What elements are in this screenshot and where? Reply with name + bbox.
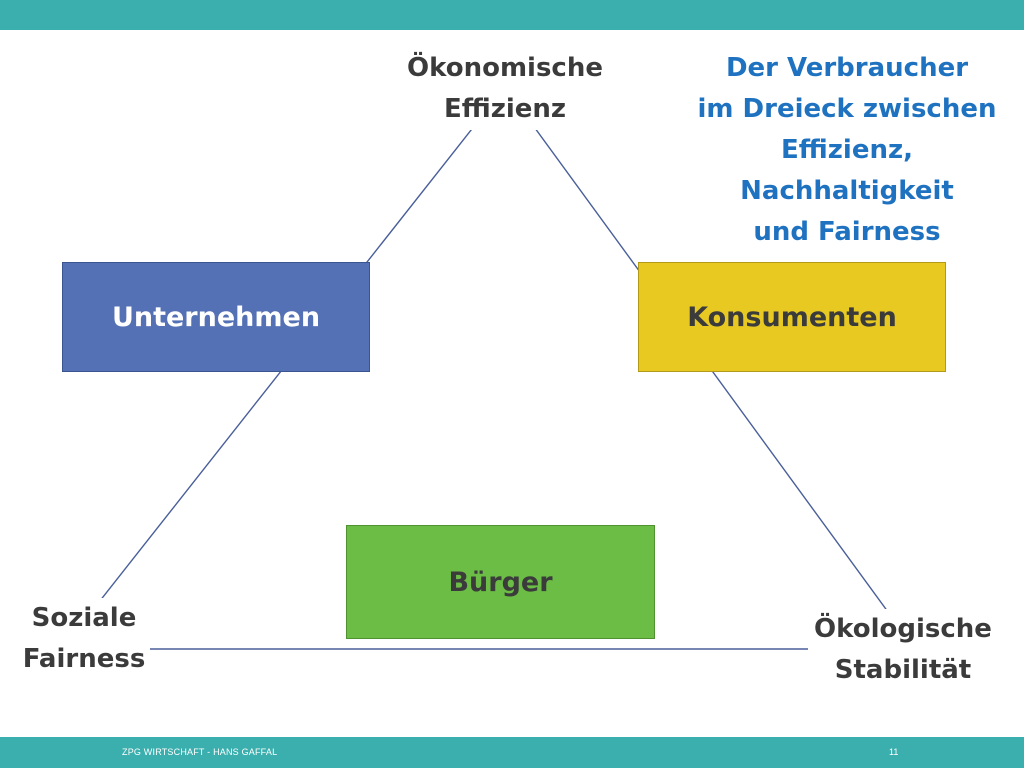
vertex-label-bottom-left: Soziale Fairness	[18, 598, 150, 680]
box-konsumenten-label: Konsumenten	[687, 301, 897, 333]
vertex-bottom-right-line-2: Stabilität	[834, 655, 972, 685]
title-line-3: Effizienz, Nachhaltigkeit	[740, 135, 954, 206]
vertex-bottom-left-line-1: Soziale	[31, 603, 137, 633]
top-accent-bar	[0, 0, 1024, 30]
title-line-1: Der Verbraucher	[725, 53, 969, 83]
box-konsumenten: Konsumenten	[638, 262, 946, 372]
footer-author: ZPG WIRTSCHAFT - HANS GAFFAL	[122, 747, 278, 757]
footer-bar: ZPG WIRTSCHAFT - HANS GAFFAL 11	[0, 737, 1024, 768]
box-unternehmen-label: Unternehmen	[111, 301, 321, 333]
vertex-top-line-1: Ökonomische	[407, 53, 603, 83]
box-unternehmen: Unternehmen	[62, 262, 370, 372]
vertex-label-top: Ökonomische Effizienz	[400, 48, 610, 130]
box-buerger: Bürger	[346, 525, 655, 639]
title-line-4: und Fairness	[753, 217, 941, 247]
vertex-bottom-right-line-1: Ökologische	[814, 614, 992, 644]
box-buerger-label: Bürger	[448, 566, 553, 598]
title-line-2: im Dreieck zwischen	[697, 94, 997, 124]
footer-page-number: 11	[889, 747, 899, 757]
vertex-bottom-left-line-2: Fairness	[22, 644, 146, 674]
vertex-label-bottom-right: Ökologische Stabilität	[808, 609, 998, 691]
vertex-top-line-2: Effizienz	[443, 94, 567, 124]
diagram-title: Der Verbraucher im Dreieck zwischen Effi…	[672, 48, 1022, 253]
